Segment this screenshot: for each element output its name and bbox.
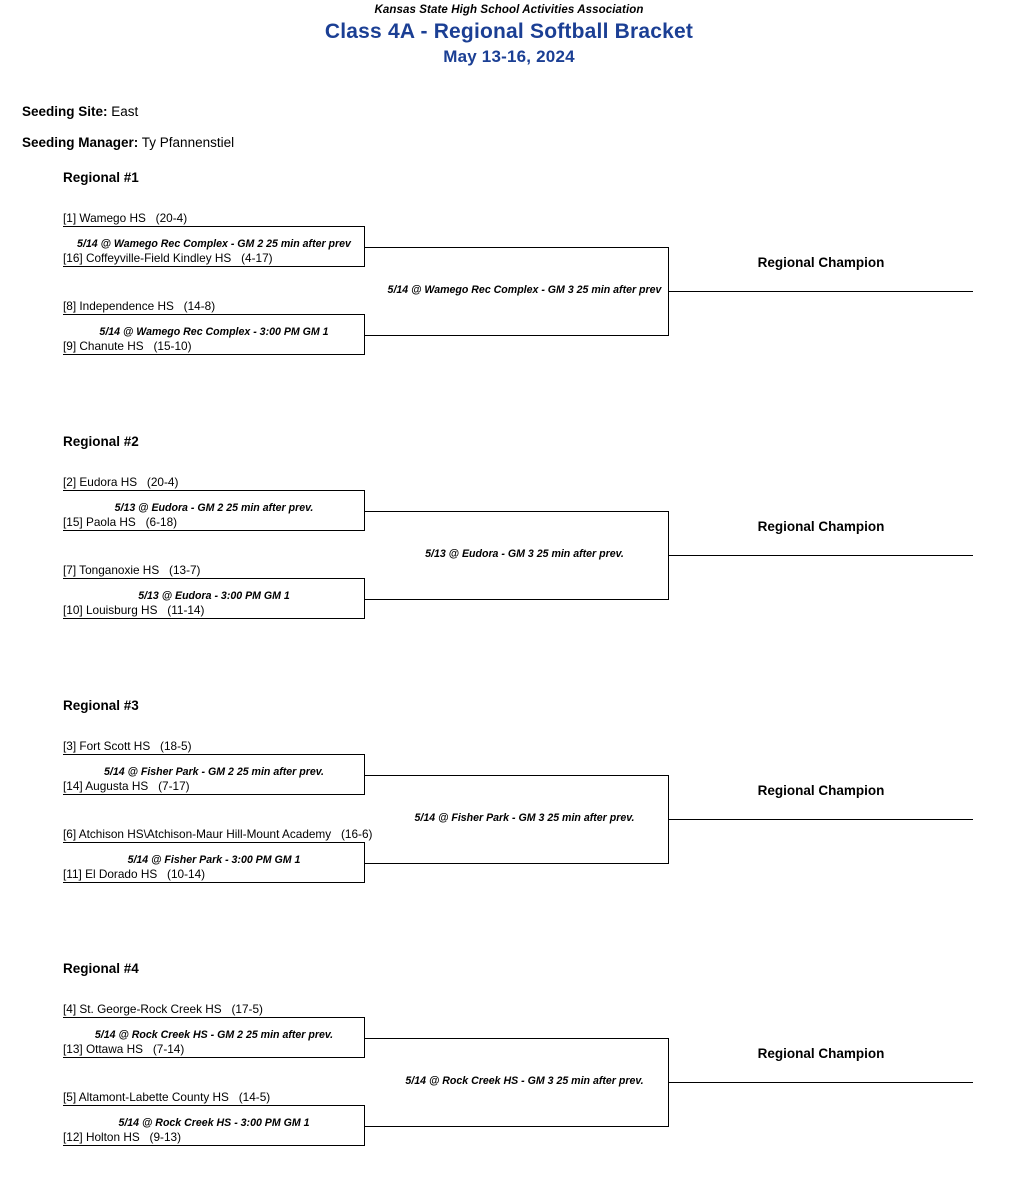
game-info-label: 5/14 @ Fisher Park - GM 3 25 min after p… [414, 811, 635, 824]
regional-title: Regional #2 [63, 434, 139, 449]
regional-champion-label: Regional Champion [757, 254, 885, 270]
team-slot-text: [1] Wamego HS (20-4) [63, 211, 188, 225]
advance-line-round2[interactable] [380, 1125, 669, 1127]
team-slot-text: [7] Tonganoxie HS (13-7) [63, 563, 201, 577]
advance-line-round2[interactable] [380, 510, 669, 512]
team-slot-text: [5] Altamont-Labette County HS (14-5) [63, 1090, 271, 1104]
seeding-manager-value: Ty Pfannenstiel [141, 135, 235, 150]
game-info-label: 5/14 @ Wamego Rec Complex - 3:00 PM GM 1 [99, 326, 329, 338]
team-slot[interactable]: [2] Eudora HS (20-4) [63, 474, 365, 491]
regional-group: Regional #4 [4] St. George-Rock Creek HS … [0, 961, 1018, 1190]
seeding-manager-label: Seeding Manager: [22, 135, 139, 150]
team-slot[interactable]: [8] Independence HS (14-8) [63, 298, 365, 315]
team-slot-text: [14] Augusta HS (7-17) [63, 779, 190, 793]
regional-champion-line[interactable] [669, 290, 973, 292]
game-info-label: 5/14 @ Fisher Park - GM 2 25 min after p… [104, 766, 324, 778]
page-title: Class 4A - Regional Softball Bracket [324, 20, 694, 43]
bracket-connector-round1 [364, 490, 366, 531]
advance-line-round2[interactable] [380, 1037, 669, 1039]
team-slot-text: [13] Ottawa HS (7-14) [63, 1042, 185, 1056]
team-slot[interactable]: [11] El Dorado HS (10-14) [63, 866, 365, 883]
regional-group: Regional #2 [2] Eudora HS (20-4) 5/13 @ Eu… [0, 434, 1018, 674]
team-slot-text: [15] Paola HS (6-18) [63, 515, 178, 529]
bracket-connector-round2 [668, 1037, 670, 1126]
game-info-label: 5/14 @ Rock Creek HS - GM 2 25 min after… [94, 1029, 334, 1041]
advance-line-round2[interactable] [380, 598, 669, 600]
team-slot[interactable]: [15] Paola HS (6-18) [63, 514, 365, 531]
bracket-connector-round2 [668, 774, 670, 863]
advance-line-round2[interactable] [380, 862, 669, 864]
game-info-label: 5/13 @ Eudora - 3:00 PM GM 1 [138, 590, 290, 602]
advance-line-round2[interactable] [380, 774, 669, 776]
team-slot-text: [3] Fort Scott HS (18-5) [63, 739, 192, 753]
regional-title: Regional #4 [63, 961, 139, 976]
team-slot[interactable]: [1] Wamego HS (20-4) [63, 210, 365, 227]
team-slot-text: [4] St. George-Rock Creek HS (17-5) [63, 1002, 263, 1016]
association-name: Kansas State High School Activities Asso… [374, 4, 644, 16]
team-slot[interactable]: [13] Ottawa HS (7-14) [63, 1041, 365, 1058]
bracket-stub-round1 [365, 510, 380, 512]
team-slot-text: [16] Coffeyville-Field Kindley HS (4-17) [63, 251, 273, 265]
game-info-label: 5/14 @ Wamego Rec Complex - GM 2 25 min … [77, 238, 351, 250]
bracket-stub-round1 [365, 1037, 380, 1039]
regional-champion-label: Regional Champion [757, 782, 885, 798]
regional-champion-line[interactable] [669, 1081, 973, 1083]
game-info-label: 5/14 @ Fisher Park - 3:00 PM GM 1 [127, 854, 301, 866]
game-info-label: 5/14 @ Wamego Rec Complex - GM 3 25 min … [387, 283, 662, 296]
bracket-connector-round1 [364, 1017, 366, 1058]
bracket-stub-round1 [365, 774, 380, 776]
game-info-label: 5/14 @ Rock Creek HS - GM 3 25 min after… [405, 1074, 644, 1087]
team-slot-text: [10] Louisburg HS (11-14) [63, 603, 205, 617]
advance-line-round2[interactable] [380, 246, 669, 248]
team-slot[interactable]: [14] Augusta HS (7-17) [63, 778, 365, 795]
regional-champion-line[interactable] [669, 554, 973, 556]
bracket-connector-round1 [364, 578, 366, 619]
team-slot-text: [9] Chanute HS (15-10) [63, 339, 192, 353]
team-slot[interactable]: [12] Holton HS (9-13) [63, 1129, 365, 1146]
regional-group: Regional #3 [3] Fort Scott HS (18-5) 5/14 … [0, 698, 1018, 938]
bracket-stub-round1 [365, 334, 380, 336]
team-slot[interactable]: [5] Altamont-Labette County HS (14-5) [63, 1089, 365, 1106]
regional-group: Regional #1 [1] Wamego HS (20-4) 5/14 @ Wa… [0, 170, 1018, 410]
bracket-stub-round1 [365, 246, 380, 248]
seeding-manager: Seeding Manager: Ty Pfannenstiel [22, 135, 234, 150]
team-slot[interactable]: [16] Coffeyville-Field Kindley HS (4-17) [63, 250, 365, 267]
team-slot-text: [8] Independence HS (14-8) [63, 299, 216, 313]
seeding-site: Seeding Site: East [22, 104, 138, 119]
regional-champion-label: Regional Champion [757, 1045, 885, 1061]
regional-champion-line[interactable] [669, 818, 973, 820]
team-slot[interactable]: [9] Chanute HS (15-10) [63, 338, 365, 355]
regional-title: Regional #1 [63, 170, 139, 185]
bracket-connector-round2 [668, 246, 670, 335]
bracket-stub-round1 [365, 598, 380, 600]
bracket-connector-round1 [364, 1105, 366, 1146]
bracket-connector-round2 [668, 510, 670, 599]
team-slot[interactable]: [4] St. George-Rock Creek HS (17-5) [63, 1001, 365, 1018]
team-slot[interactable]: [7] Tonganoxie HS (13-7) [63, 562, 365, 579]
regional-champion-label: Regional Champion [757, 518, 885, 534]
team-slot-text: [6] Atchison HS\Atchison-Maur Hill-Mount… [63, 827, 373, 841]
team-slot[interactable]: [6] Atchison HS\Atchison-Maur Hill-Mount… [63, 826, 372, 843]
bracket-connector-round1 [364, 842, 366, 883]
advance-line-round2[interactable] [380, 334, 669, 336]
bracket-connector-round1 [364, 226, 366, 267]
regional-title: Regional #3 [63, 698, 139, 713]
team-slot-text: [11] El Dorado HS (10-14) [63, 867, 206, 881]
bracket-connector-round1 [364, 314, 366, 355]
game-info-label: 5/13 @ Eudora - GM 2 25 min after prev. [114, 502, 314, 514]
team-slot[interactable]: [3] Fort Scott HS (18-5) [63, 738, 365, 755]
team-slot[interactable]: [10] Louisburg HS (11-14) [63, 602, 365, 619]
bracket-connector-round1 [364, 754, 366, 795]
bracket-stub-round1 [365, 1125, 380, 1127]
seeding-site-label: Seeding Site: [22, 104, 108, 119]
bracket-stub-round1 [365, 862, 380, 864]
game-info-label: 5/14 @ Rock Creek HS - 3:00 PM GM 1 [118, 1117, 310, 1129]
team-slot-text: [2] Eudora HS (20-4) [63, 475, 179, 489]
page-subtitle-dates: May 13-16, 2024 [443, 47, 575, 66]
game-info-label: 5/13 @ Eudora - GM 3 25 min after prev. [425, 547, 624, 560]
seeding-site-value: East [111, 104, 139, 119]
team-slot-text: [12] Holton HS (9-13) [63, 1130, 182, 1144]
